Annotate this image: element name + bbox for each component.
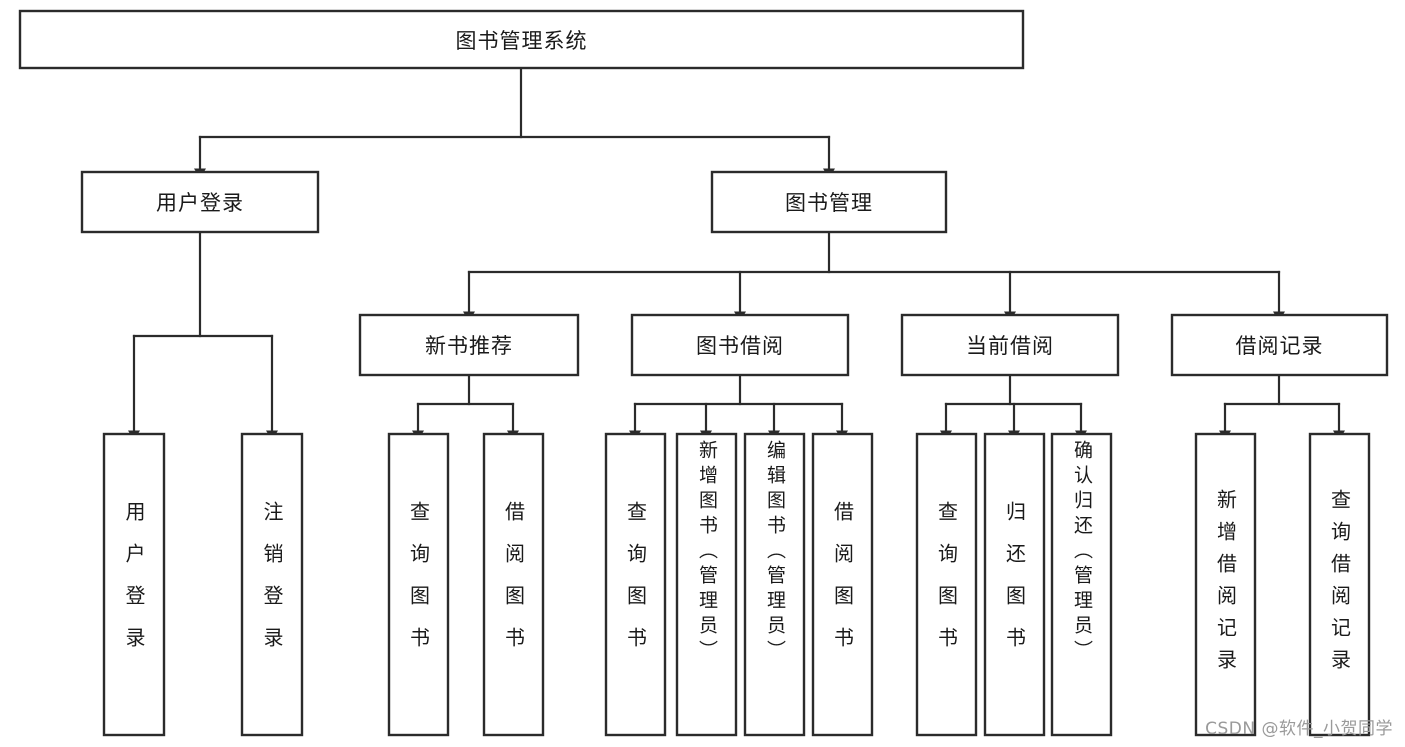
- node-box-book-borrow[interactable]: [630, 313, 850, 377]
- connector-bookmanage-to-level2: [463, 230, 1285, 322]
- connector-recommend-to-leaves: [412, 373, 519, 441]
- connector-borrow-to-leaves: [629, 373, 848, 441]
- node-box-leaf-edit-book-admin[interactable]: [743, 432, 806, 737]
- node-box-leaf-user-logout[interactable]: [240, 432, 304, 737]
- connector-record-to-leaves: [1219, 373, 1345, 441]
- connector-userlogin-to-leaves: [128, 230, 278, 441]
- node-box-borrow-record[interactable]: [1170, 313, 1389, 377]
- node-box-leaf-borrow-book[interactable]: [811, 432, 874, 737]
- connectors-layer: [128, 66, 1345, 441]
- node-box-book-manage[interactable]: [710, 170, 948, 234]
- node-box-leaf-query-book-current[interactable]: [915, 432, 978, 737]
- node-box-leaf-borrow-book-recommend[interactable]: [482, 432, 545, 737]
- connector-current-to-leaves: [940, 373, 1087, 441]
- node-box-user-login[interactable]: [80, 170, 320, 234]
- node-box-leaf-add-borrow-record[interactable]: [1194, 432, 1257, 737]
- node-box-new-book-recommend[interactable]: [358, 313, 580, 377]
- node-box-leaf-user-login[interactable]: [102, 432, 166, 737]
- node-box-root[interactable]: [18, 9, 1025, 70]
- node-box-leaf-confirm-return-admin[interactable]: [1050, 432, 1113, 737]
- node-box-leaf-query-borrow-record[interactable]: [1308, 432, 1371, 737]
- connector-root-to-level1: [194, 66, 835, 179]
- node-box-leaf-query-book-borrow[interactable]: [604, 432, 667, 737]
- node-box-leaf-query-book-recommend[interactable]: [387, 432, 450, 737]
- node-box-leaf-add-book-admin[interactable]: [675, 432, 738, 737]
- node-box-current-borrow[interactable]: [900, 313, 1120, 377]
- node-box-leaf-return-book[interactable]: [983, 432, 1046, 737]
- node-boxes-layer: [18, 9, 1389, 737]
